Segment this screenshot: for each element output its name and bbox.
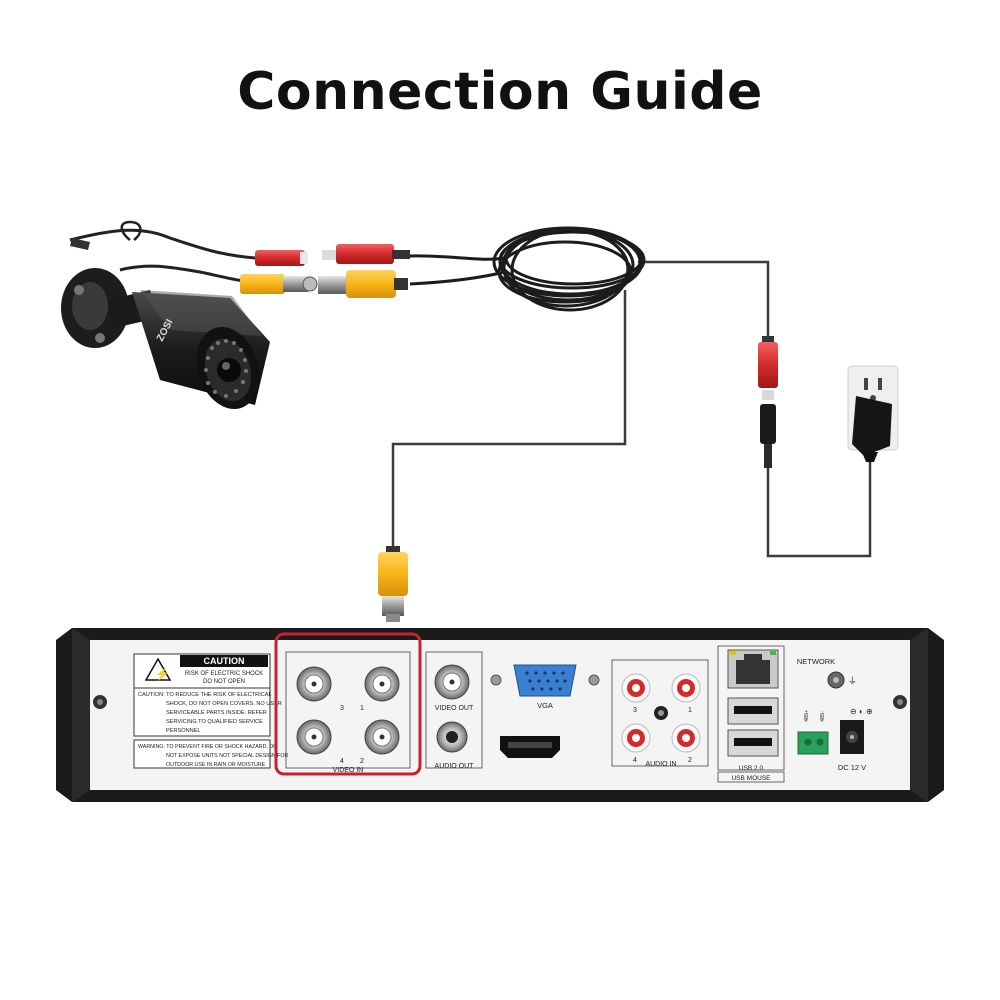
rca-port-1 <box>671 673 701 703</box>
usb-label: USB 2.0 <box>739 765 764 772</box>
vga-label: VGA <box>537 701 553 710</box>
warning-text-1: WARNING: TO PREVENT FIRE OR SHOCK HAZARD… <box>138 744 277 750</box>
caution-text-3: SERVICEABLE PARTS INSIDE. REFER <box>166 710 267 716</box>
caution-label: ⚡ CAUTION RISK OF ELECTRIC SHOCK DO NOT … <box>133 653 289 769</box>
caution-box-line-1: RISK OF ELECTRIC SHOCK <box>185 671 263 677</box>
bnc-port-3 <box>296 666 332 702</box>
wiring-lines <box>391 260 872 558</box>
rca-port-2 <box>671 723 701 753</box>
power-connector <box>758 336 778 468</box>
svg-text:⚡: ⚡ <box>155 667 170 681</box>
video-in-number-3: 3 <box>340 705 344 712</box>
video-in-number-1: 1 <box>360 705 364 712</box>
video-audio-out: VIDEO OUT AUDIO OUT <box>425 651 483 770</box>
audio-in-number-4: 4 <box>633 757 637 764</box>
video-in-number-2: 2 <box>360 758 364 765</box>
network-label: NETWORK <box>797 657 835 666</box>
rs485-minus-label: 485- <box>820 711 826 722</box>
caution-text-1: CAUTION: TO REDUCE THE RISK OF ELECTRICA… <box>138 692 272 698</box>
audio-in-number-1: 1 <box>688 707 692 714</box>
page-title: Connection Guide <box>237 62 763 122</box>
dvr-bnc-plug <box>378 546 408 622</box>
usb-mouse-label: USB MOUSE <box>731 775 771 782</box>
power-adapter <box>852 396 892 462</box>
security-camera: ZOSI <box>61 220 271 410</box>
bnc-port-1 <box>364 666 400 702</box>
caution-text-2: SHOCK, DO NOT OPEN COVERS. NO USER <box>166 701 282 707</box>
svg-text:⊖ ◐ ⊕: ⊖ ◐ ⊕ <box>850 707 873 716</box>
caution-box-line-2: DO NOT OPEN <box>203 679 245 685</box>
bnc-port-2 <box>364 719 400 755</box>
warning-text-2: NOT EXPOSE UNITS NOT SPECIAL DESIGN FOR <box>166 753 289 759</box>
vga-port: VGA <box>490 664 600 710</box>
svg-text:⏚: ⏚ <box>848 676 857 686</box>
coiled-cable <box>409 226 646 312</box>
cable-power-plug <box>322 244 410 264</box>
video-in-label: VIDEO IN <box>333 767 364 774</box>
video-out-label: VIDEO OUT <box>435 705 474 712</box>
rca-port-4 <box>621 723 651 753</box>
hdmi-port <box>500 736 560 758</box>
caution-header: CAUTION <box>204 656 245 666</box>
cable-bnc-male <box>318 270 408 298</box>
audio-out-label: AUDIO OUT <box>435 763 475 770</box>
warning-text-3: OUTDOOR USE IN RAIN OR MOISTURE <box>166 762 266 768</box>
camera-power-jack <box>255 250 308 266</box>
network-usb-ports: USB 2.0 USB MOUSE NETWORK <box>717 645 835 783</box>
camera-bnc-female <box>240 274 318 294</box>
audio-in-number-3: 3 <box>633 707 637 714</box>
video-in-highlight <box>274 632 422 776</box>
audio-in-number-2: 2 <box>688 757 692 764</box>
audio-in-label: AUDIO IN <box>645 761 676 768</box>
video-in-ports: 3 1 4 2 VIDEO IN <box>274 632 422 776</box>
rs485-plus-label: 485+ <box>804 710 810 722</box>
caution-text-4: SERVICING TO QUALIFIED SERVICE <box>166 719 263 725</box>
dc-label: DC 12 V <box>838 763 866 772</box>
audio-in-ports: 3 1 4 2 AUDIO IN <box>611 659 709 768</box>
bnc-port-4 <box>296 719 332 755</box>
power-terminals: ⏚ 485+ 485- ⊖ ◐ ⊕ DC 12 V <box>797 671 873 772</box>
video-in-number-4: 4 <box>340 758 344 765</box>
rca-port-3 <box>621 673 651 703</box>
caution-text-5: PERSONNEL <box>166 728 201 734</box>
